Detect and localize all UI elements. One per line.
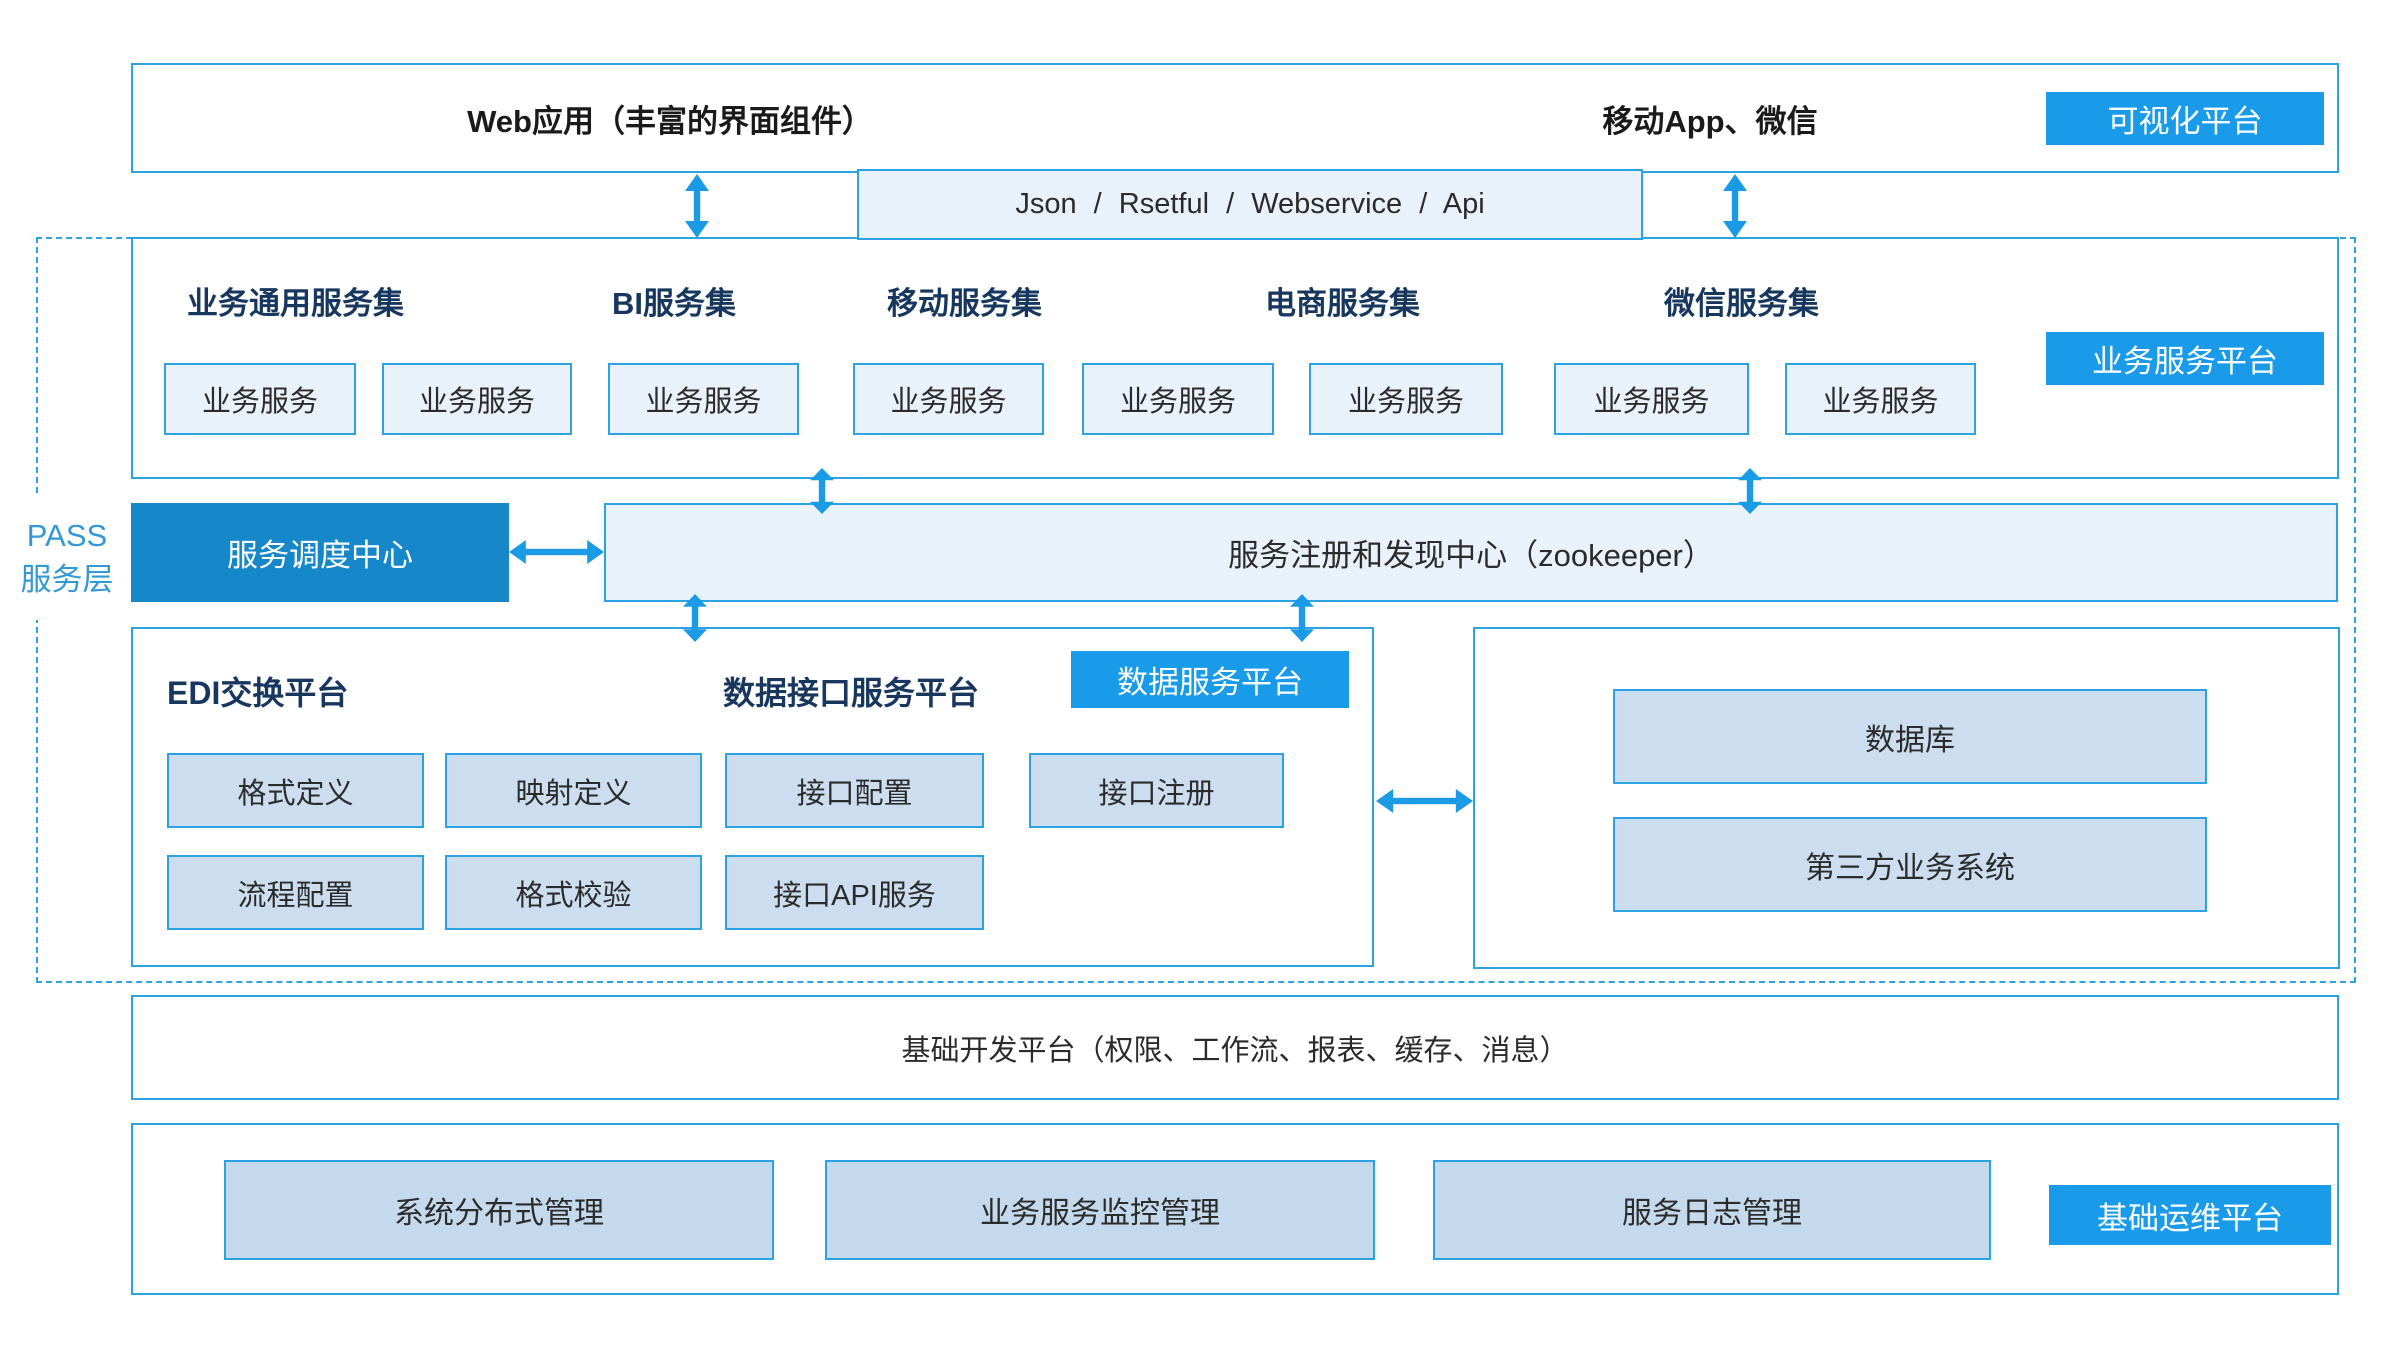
distributed-management-box: 系统分布式管理 bbox=[224, 1160, 774, 1260]
base-dev-platform-bar: 基础开发平台（权限、工作流、报表、缓存、消息） bbox=[131, 995, 2339, 1100]
bidirectional-arrow-icon bbox=[509, 539, 604, 565]
mobile-app-label: 移动App、微信 bbox=[1602, 103, 1818, 139]
service-dispatch-center-box: 服务调度中心 bbox=[131, 503, 509, 602]
pass-layer-line1: PASS bbox=[26, 518, 108, 553]
interface-api-service-box: 接口API服务 bbox=[725, 855, 984, 930]
data-service-platform-badge: 数据服务平台 bbox=[1071, 651, 1349, 708]
bidirectional-arrow-icon bbox=[1289, 594, 1315, 642]
format-validation-box: 格式校验 bbox=[445, 855, 702, 930]
bidirectional-arrow-icon bbox=[684, 174, 710, 238]
bidirectional-arrow-icon bbox=[1376, 788, 1473, 814]
service-monitoring-box: 业务服务监控管理 bbox=[825, 1160, 1375, 1260]
pass-layer-line2: 服务层 bbox=[20, 562, 114, 597]
service-box: 业务服务 bbox=[853, 363, 1044, 435]
service-log-box: 服务日志管理 bbox=[1433, 1160, 1991, 1260]
business-service-platform-panel bbox=[131, 237, 2339, 479]
bidirectional-arrow-icon bbox=[809, 468, 835, 514]
bidirectional-arrow-icon bbox=[1737, 468, 1763, 514]
service-box: 业务服务 bbox=[164, 363, 356, 435]
api-protocol-bar: Json / Rsetful / Webservice / Api bbox=[857, 169, 1643, 240]
group-title-wechat: 微信服务集 bbox=[1664, 286, 1819, 321]
business-service-platform-badge: 业务服务平台 bbox=[2046, 332, 2324, 385]
pass-layer-label: PASS 服务层 bbox=[6, 496, 128, 620]
process-config-box: 流程配置 bbox=[167, 855, 424, 930]
data-interface-platform-title: 数据接口服务平台 bbox=[723, 675, 980, 711]
service-box: 业务服务 bbox=[608, 363, 799, 435]
base-dev-platform-label: 基础开发平台（权限、工作流、报表、缓存、消息） bbox=[901, 1034, 1569, 1067]
interface-register-box: 接口注册 bbox=[1029, 753, 1284, 828]
group-title-ecommerce: 电商服务集 bbox=[1265, 286, 1420, 321]
group-title-bi: BI服务集 bbox=[612, 286, 736, 321]
service-box: 业务服务 bbox=[1309, 363, 1503, 435]
ops-platform-badge: 基础运维平台 bbox=[2049, 1185, 2331, 1245]
external-systems-panel bbox=[1473, 627, 2340, 969]
third-party-system-box: 第三方业务系统 bbox=[1613, 817, 2207, 912]
service-box: 业务服务 bbox=[382, 363, 572, 435]
format-definition-box: 格式定义 bbox=[167, 753, 424, 828]
service-registry-center-box: 服务注册和发现中心（zookeeper） bbox=[604, 503, 2338, 602]
edi-platform-title: EDI交换平台 bbox=[167, 675, 349, 711]
mapping-definition-box: 映射定义 bbox=[445, 753, 702, 828]
web-app-label: Web应用（丰富的界面组件） bbox=[467, 103, 873, 139]
group-title-mobile: 移动服务集 bbox=[887, 286, 1042, 321]
service-box: 业务服务 bbox=[1785, 363, 1976, 435]
database-box: 数据库 bbox=[1613, 689, 2207, 784]
service-box: 业务服务 bbox=[1554, 363, 1749, 435]
group-title-common: 业务通用服务集 bbox=[187, 286, 404, 321]
service-box: 业务服务 bbox=[1082, 363, 1274, 435]
interface-config-box: 接口配置 bbox=[725, 753, 984, 828]
bidirectional-arrow-icon bbox=[682, 594, 708, 642]
visualization-platform-badge: 可视化平台 bbox=[2046, 92, 2324, 145]
bidirectional-arrow-icon bbox=[1722, 174, 1748, 238]
